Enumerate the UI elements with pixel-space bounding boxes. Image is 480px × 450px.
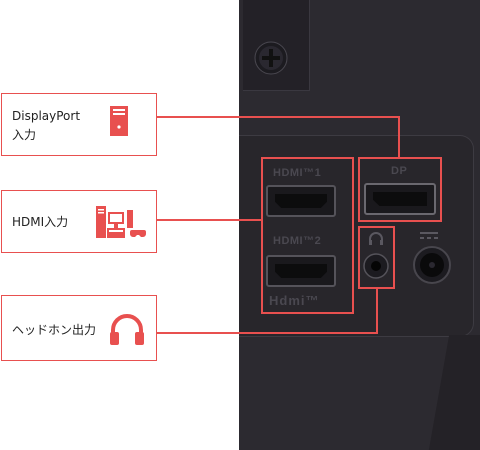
displayport-label-sub: 入力 xyxy=(12,128,37,142)
headphone-label-box: ヘッドホン出力 xyxy=(1,295,157,361)
hdmi2-label: HDMI™2 xyxy=(273,235,322,247)
headphone-highlight-frame xyxy=(358,226,395,289)
headphone-symbol-icon xyxy=(369,232,383,245)
ports-plate xyxy=(239,135,474,337)
displayport-label-box: DisplayPort 入力 xyxy=(1,93,157,156)
hdmi2-port[interactable] xyxy=(266,255,336,287)
dp-label: DP xyxy=(391,165,408,177)
headphone-connector-line xyxy=(157,332,378,334)
stand-edge xyxy=(428,335,480,450)
headphone-label: ヘッドホン出力 xyxy=(12,323,97,337)
dc-symbol-icon xyxy=(420,232,438,239)
power-dc-jack[interactable] xyxy=(412,245,452,285)
hdmi-logo: Hdmi™ xyxy=(269,293,320,308)
screw-icon xyxy=(254,41,288,75)
headphone-jack[interactable] xyxy=(363,253,389,279)
displayport-connector-drop xyxy=(398,116,400,158)
monitor-back-panel: HDMI™1 HDMI™2 Hdmi™ DP xyxy=(239,0,480,450)
hdmi2-socket xyxy=(275,264,327,278)
devices-icon xyxy=(96,206,146,238)
pc-tower-icon xyxy=(110,106,128,136)
hdmi-label: HDMI入力 xyxy=(12,215,69,229)
headphones-icon xyxy=(110,314,144,345)
hdmi-highlight-frame xyxy=(261,157,354,314)
dp-highlight-frame xyxy=(358,157,442,222)
hdmi-label-box: HDMI入力 xyxy=(1,190,157,253)
hdmi-connector-line xyxy=(157,219,262,221)
headphone-connector-rise xyxy=(376,288,378,334)
dp-port[interactable] xyxy=(364,183,436,215)
displayport-connector-line xyxy=(157,116,400,118)
hdmi1-label: HDMI™1 xyxy=(273,167,322,179)
hdmi1-socket xyxy=(275,194,327,208)
dp-socket xyxy=(373,192,427,206)
hdmi1-port[interactable] xyxy=(266,185,336,217)
displayport-label: DisplayPort xyxy=(12,109,81,123)
